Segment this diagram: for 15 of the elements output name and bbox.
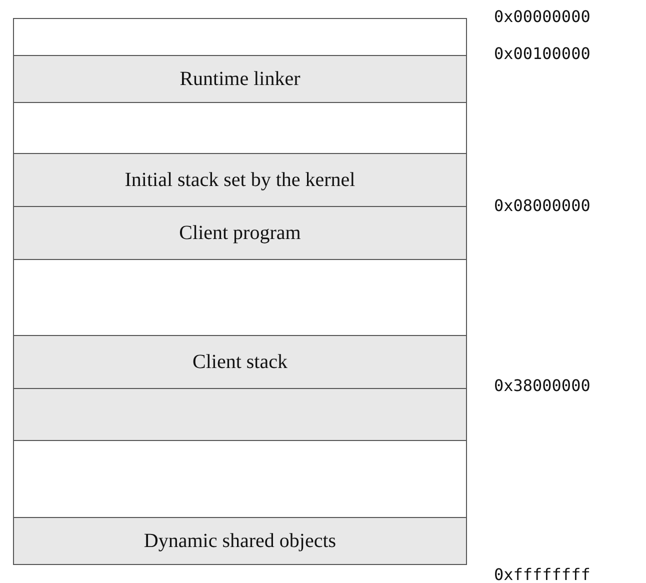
memory-region <box>13 388 467 441</box>
memory-region <box>13 440 467 518</box>
memory-region: Runtime linker <box>13 55 467 103</box>
memory-region: Dynamic shared objects <box>13 517 467 565</box>
address-label: 0x00100000 <box>494 45 590 63</box>
memory-region <box>13 18 467 56</box>
memory-region <box>13 259 467 336</box>
address-label: 0x00000000 <box>494 8 590 26</box>
memory-region: Client stack <box>13 335 467 389</box>
memory-region: Initial stack set by the kernel <box>13 153 467 207</box>
address-label: 0xffffffff <box>494 566 590 583</box>
memory-region: Client program <box>13 206 467 260</box>
address-label: 0x38000000 <box>494 377 590 395</box>
memory-region <box>13 102 467 154</box>
address-label: 0x08000000 <box>494 197 590 215</box>
